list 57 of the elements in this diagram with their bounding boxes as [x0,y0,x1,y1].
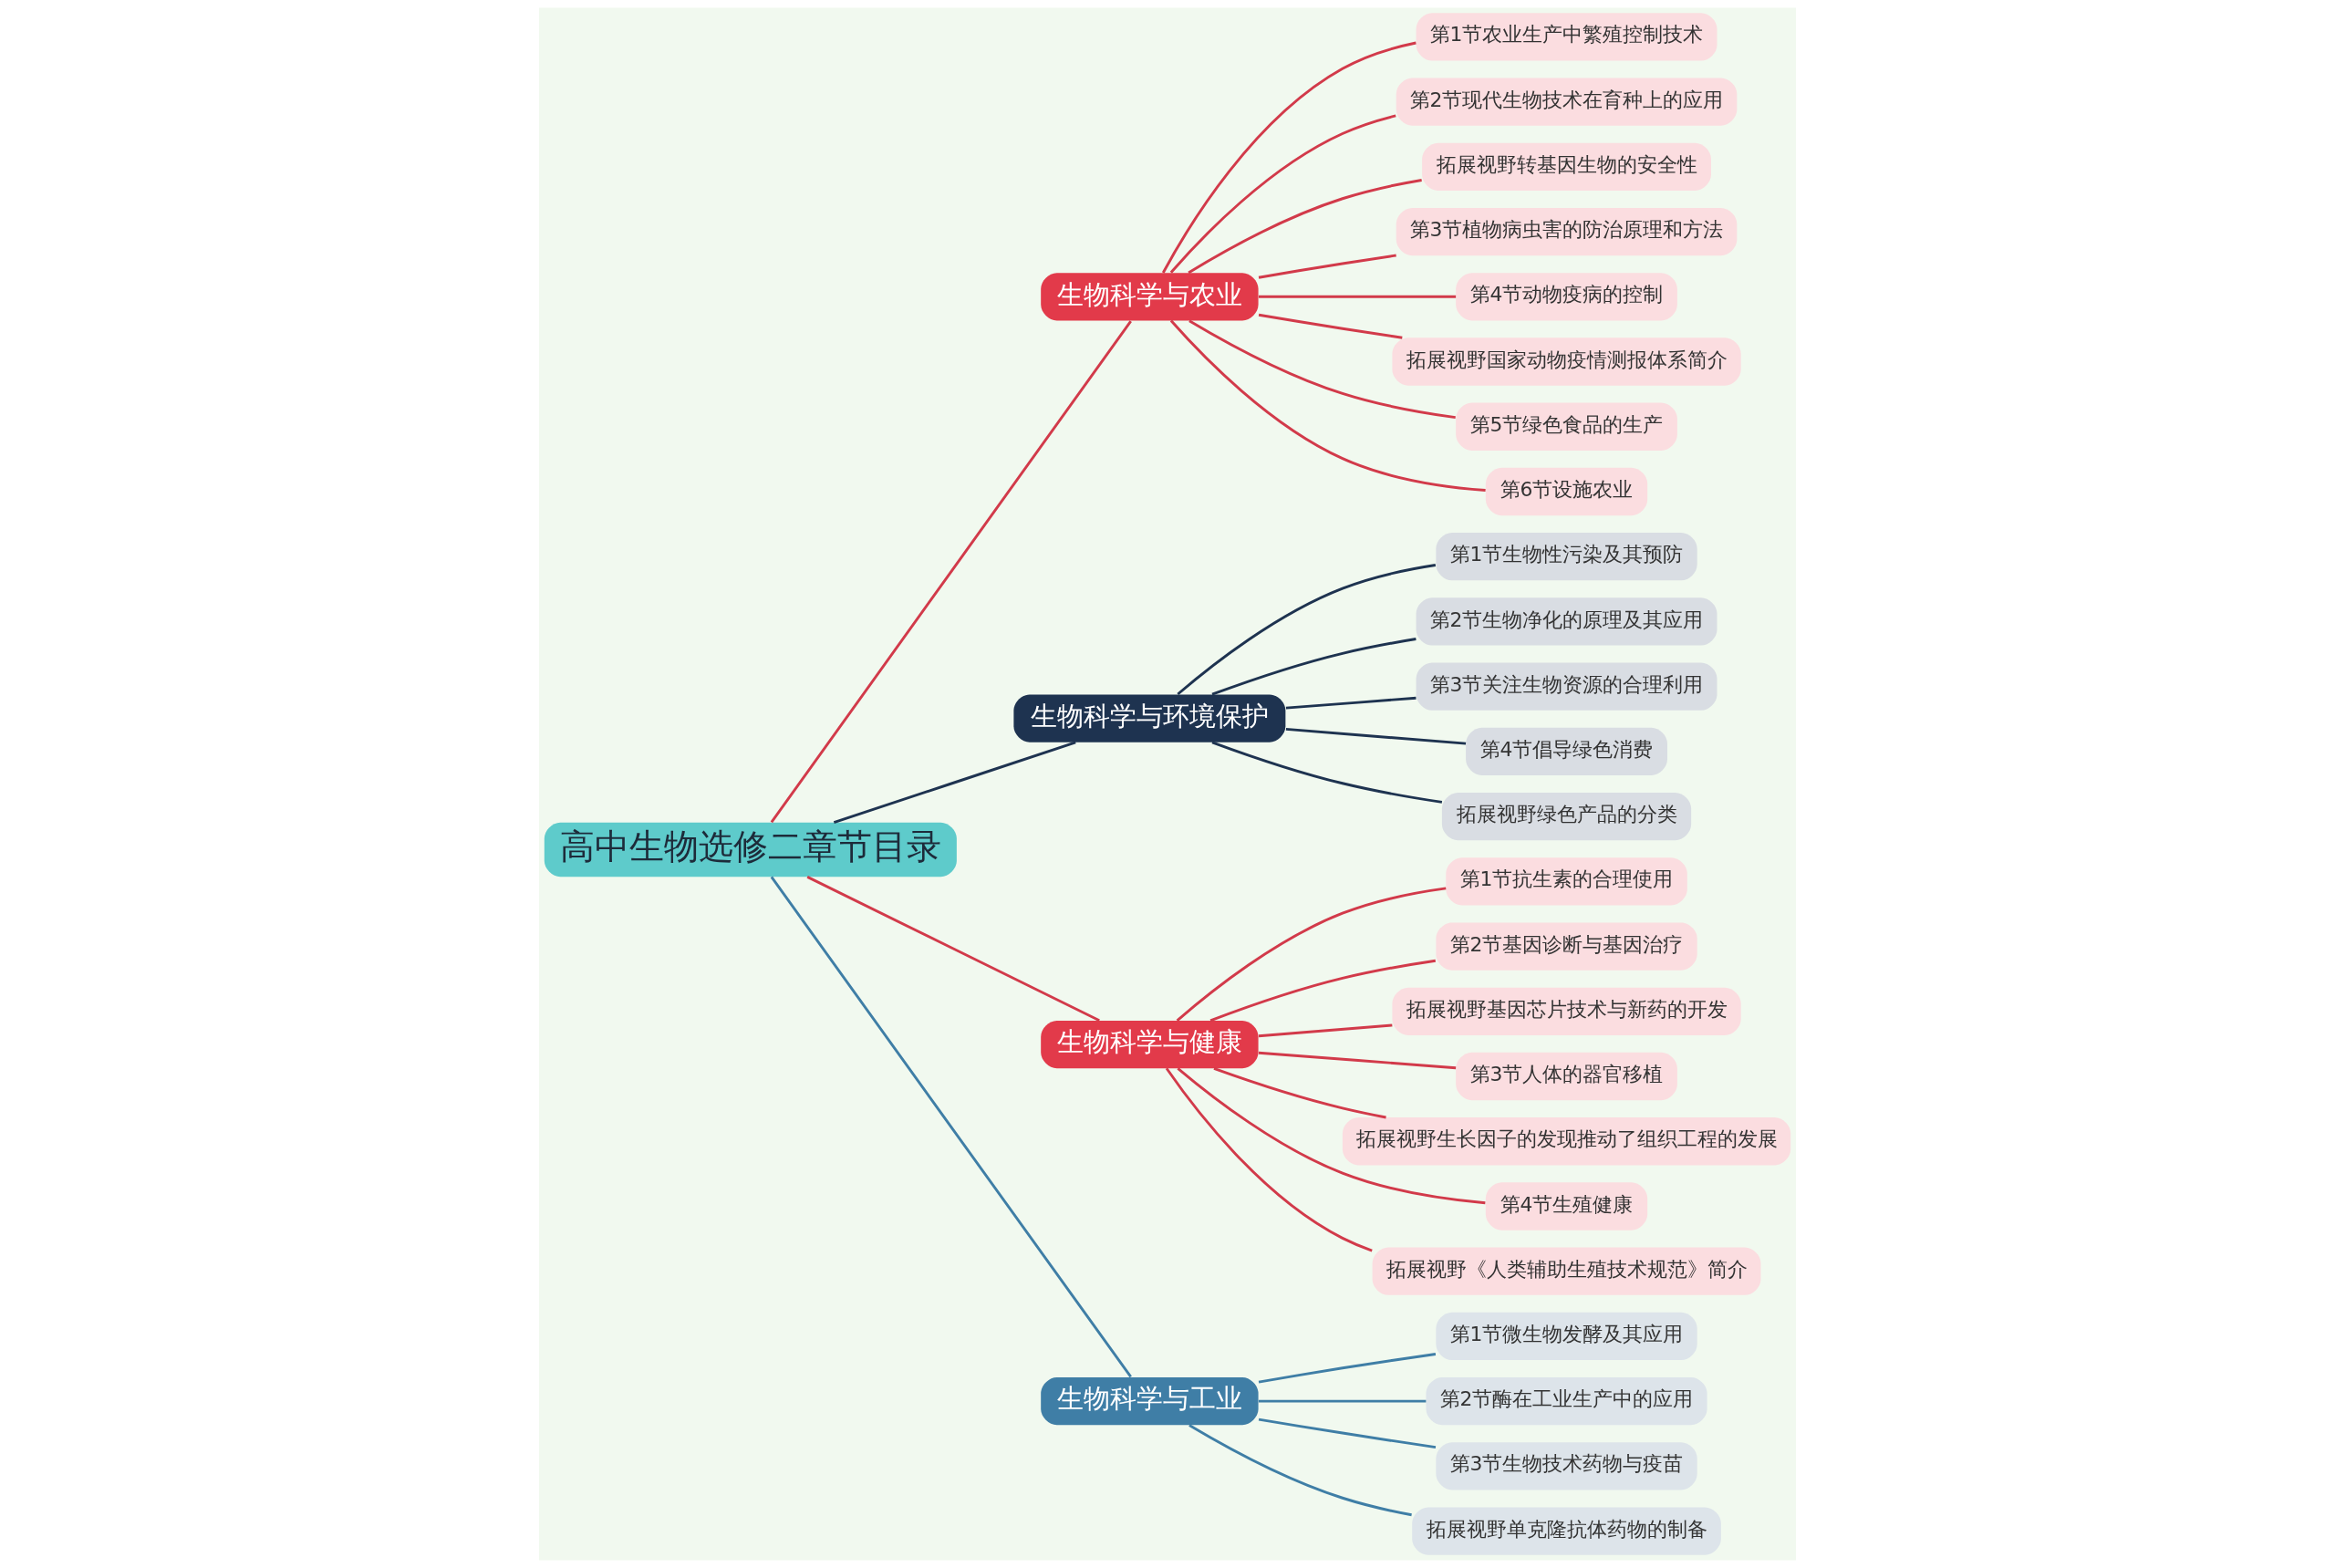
node-box: 生物科学与工业 [1041,1377,1259,1426]
node-box: 第2节生物净化的原理及其应用 [1416,597,1718,646]
connector [1188,179,1422,275]
connector [1259,1399,1427,1403]
connector [1188,1424,1412,1517]
node-box: 第2节现代生物技术在育种上的应用 [1396,78,1738,126]
node-box: 生物科学与环境保护 [1013,694,1286,742]
node-box: 生物科学与农业 [1041,273,1259,321]
node-box: 第1节抗生素的合理使用 [1446,857,1687,906]
node-box: 第4节生殖健康 [1485,1182,1648,1231]
node-box: 第3节关注生物资源的合理利用 [1416,662,1718,711]
node-box: 第2节基因诊断与基因治疗 [1436,922,1697,971]
node-box: 拓展视野基因芯片技术与新药的开发 [1392,987,1741,1035]
node-box: 拓展视野生长因子的发现推动了组织工程的发展 [1342,1117,1791,1166]
connector [1176,887,1447,1022]
node-box: 第1节农业生产中繁殖控制技术 [1416,13,1718,61]
connector [1259,295,1457,298]
connector [806,876,1100,1023]
node-box: 拓展视野转基因生物的安全性 [1422,142,1711,191]
connector [770,876,1132,1378]
connector [1165,1067,1373,1252]
node-box: 生物科学与健康 [1041,1020,1259,1069]
connector [1213,1067,1386,1119]
node-box: 第4节倡导绿色消费 [1466,727,1667,776]
connector [1258,1353,1437,1384]
node-box: 拓展视野绿色产品的分类 [1441,792,1692,841]
node-box: 第5节绿色食品的生产 [1456,402,1677,451]
node-box: 拓展视野国家动物疫情测报体系简介 [1392,337,1741,386]
node-box: 拓展视野单克隆抗体药物的制备 [1412,1507,1721,1555]
node-box: 第6节设施农业 [1485,467,1648,516]
node-box: 第4节动物疫病的控制 [1456,273,1677,321]
connector [1209,959,1436,1023]
connector [1258,1023,1393,1038]
connector [1169,114,1396,274]
connector [1161,41,1417,274]
connector [1211,741,1443,804]
node-box: 高中生物选修二章节目录 [544,822,957,877]
node-box: 第3节人体的器官移植 [1456,1052,1677,1101]
connector [770,320,1132,824]
connector [1177,1067,1486,1205]
connector [1258,254,1396,279]
connector [1285,727,1467,745]
connector [1169,319,1486,492]
connector [833,741,1076,825]
node-box: 拓展视野《人类辅助生殖技术规范》简介 [1372,1247,1761,1295]
node-box: 第1节微生物发酵及其应用 [1436,1312,1697,1361]
connector [1188,319,1456,420]
node-box: 第2节酶在工业生产中的应用 [1426,1377,1707,1426]
connector [1285,696,1417,710]
node-box: 第1节生物性污染及其预防 [1436,533,1697,581]
connector [1211,638,1417,696]
node-box: 第3节植物病虫害的防治原理和方法 [1396,207,1738,256]
connector [1177,564,1437,696]
connector [1258,1417,1437,1449]
node-box: 第3节生物技术药物与疫苗 [1436,1442,1697,1490]
connector [1258,313,1403,339]
connector [1258,1051,1457,1070]
